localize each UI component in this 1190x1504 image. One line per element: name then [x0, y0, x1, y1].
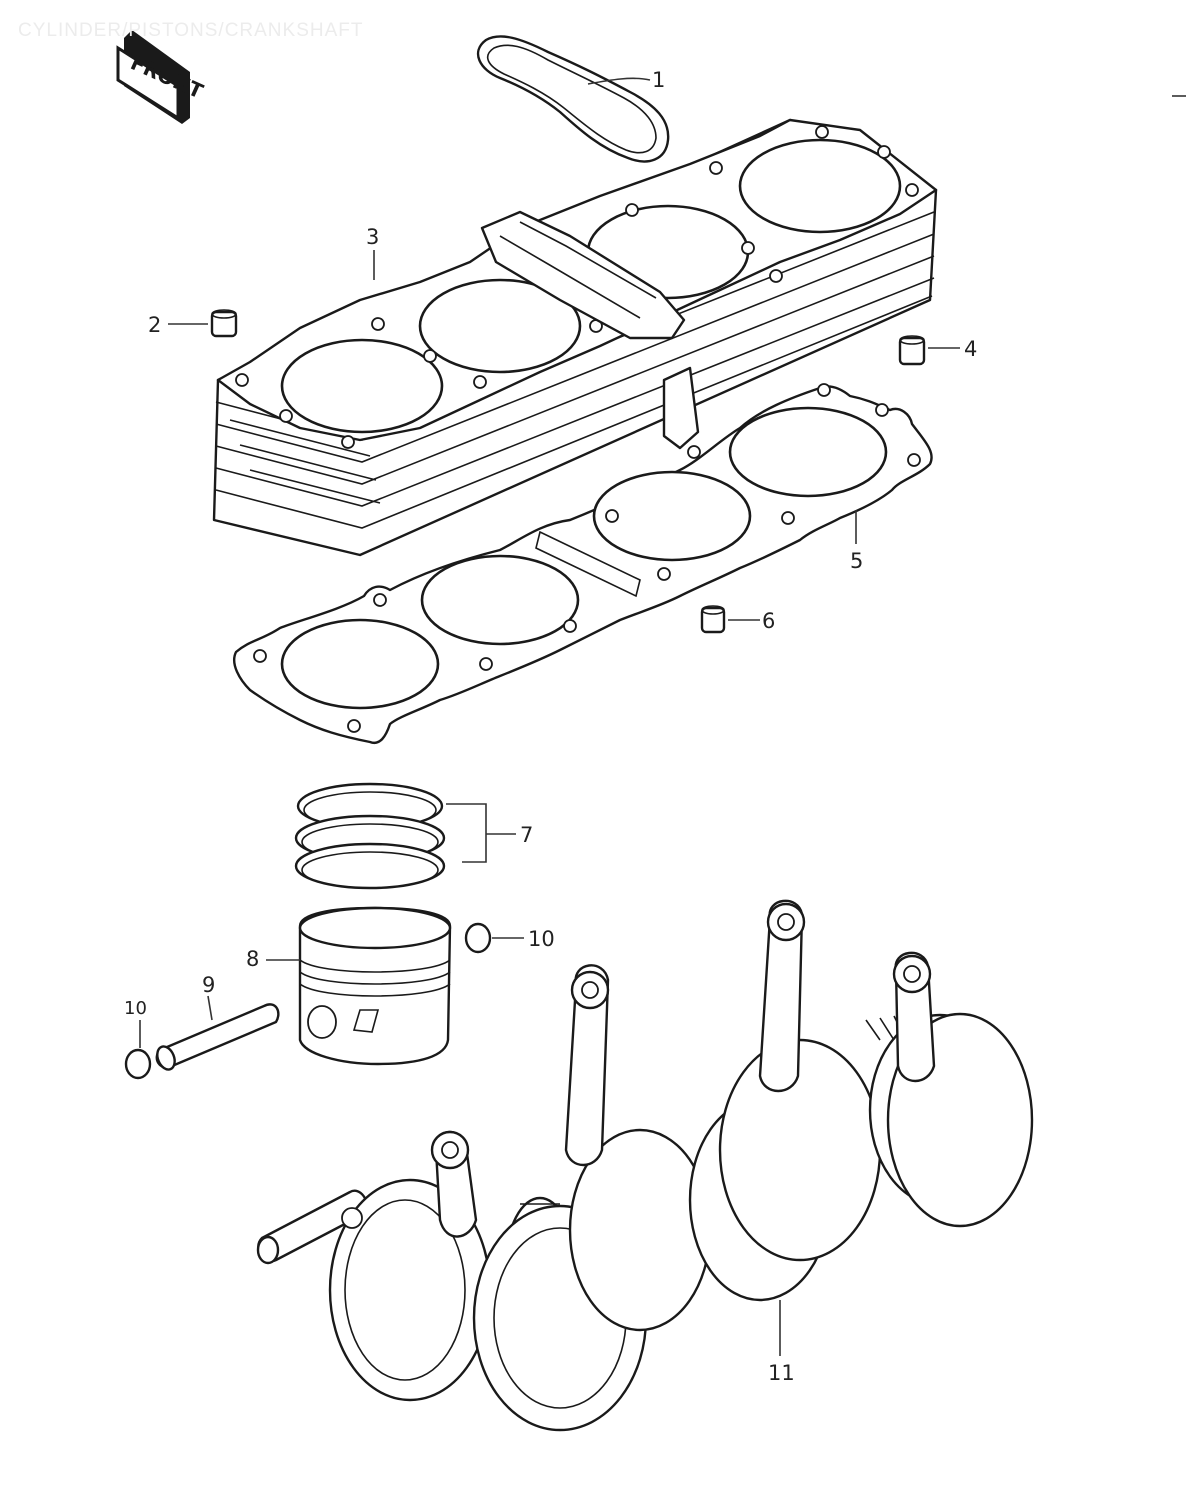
- callout-4: 4: [964, 337, 977, 361]
- part-8-piston: [298, 906, 452, 1066]
- front-tag: FRONT: [116, 30, 207, 124]
- callout-3: 3: [366, 225, 379, 249]
- part-2-dowel-pin: [210, 309, 238, 338]
- leader-9: [207, 995, 213, 1021]
- callout-9: 9: [202, 973, 215, 997]
- part-6-dowel-pin: [700, 605, 726, 634]
- part-10-circlip-right: [464, 922, 492, 954]
- part-4-dowel-pin: [898, 335, 926, 366]
- part-3-cylinder-block: [212, 118, 938, 557]
- part-7-piston-rings: [294, 782, 516, 890]
- callout-2: 2: [148, 313, 161, 337]
- callout-1: 1: [652, 68, 665, 92]
- callout-5: 5: [850, 549, 863, 573]
- callout-7: 7: [520, 823, 533, 847]
- part-1-valve-cover-gasket: [476, 35, 670, 163]
- diagram-title: CYLINDER/PISTONS/CRANKSHAFT: [18, 20, 364, 41]
- leader-1: [587, 77, 651, 85]
- callout-6: 6: [762, 609, 775, 633]
- callout-8: 8: [246, 947, 259, 971]
- part-11-crankshaft: [256, 899, 1034, 1432]
- part-9-piston-pin: [155, 1003, 280, 1071]
- part-10-circlip-left: [124, 1048, 152, 1080]
- callout-10-left: 10: [124, 998, 147, 1019]
- callout-10-right: 10: [528, 927, 555, 951]
- callout-11: 11: [768, 1361, 795, 1385]
- part-5-base-gasket: [233, 383, 933, 745]
